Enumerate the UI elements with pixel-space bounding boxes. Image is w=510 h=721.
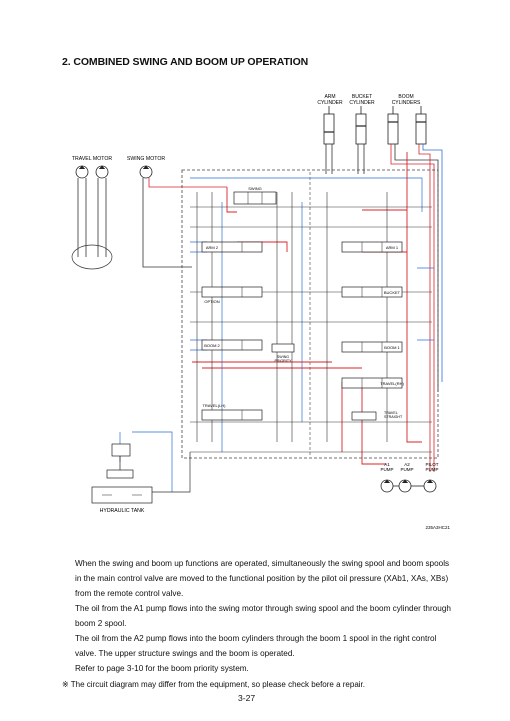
spool-travel-left-label: TRAVEL(LH) xyxy=(202,403,226,408)
description: When the swing and boom up functions are… xyxy=(75,556,455,676)
main-control-valve xyxy=(181,169,439,459)
swing-motor-label: SWING MOTOR xyxy=(127,156,165,162)
hydraulic-tank: HYDRAULIC TANK xyxy=(91,443,153,514)
travel-motor: TRAVEL MOTOR xyxy=(72,156,113,179)
paragraph: Refer to page 3-10 for the boom priority… xyxy=(75,664,249,673)
repair-note: ※ The circuit diagram may differ from th… xyxy=(62,680,365,689)
spool-boom2-label: BOOM 2 xyxy=(204,343,220,348)
paragraph: When the swing and boom up functions are… xyxy=(75,559,450,598)
spool-option: OPTION xyxy=(201,286,263,304)
spool-arm2: ARM 2 xyxy=(201,241,263,253)
spool-arm2-label: ARM 2 xyxy=(206,245,219,250)
spool-boom1: BOOM 1 xyxy=(341,341,403,353)
spool-bucket-label: BUCKET xyxy=(384,290,401,295)
spool-swing: SWING xyxy=(233,186,277,205)
cylinder-hoses xyxy=(325,144,443,472)
page-number: 3-27 xyxy=(238,693,256,703)
spool-option-label: OPTION xyxy=(204,299,219,304)
spool-travel-right: TRAVEL(RH) xyxy=(341,377,405,389)
spool-swing-label: SWING xyxy=(248,186,262,191)
swing-motor: SWING MOTOR xyxy=(127,156,165,179)
spool-travel-left: TRAVEL(LH) xyxy=(201,403,263,421)
spool-boom2: BOOM 2 xyxy=(201,339,263,351)
spool-boom1-label: BOOM 1 xyxy=(384,345,400,350)
paragraph: The oil from the A2 pump flows into the … xyxy=(75,634,437,658)
spool-travel-right-label: TRAVEL(RH) xyxy=(380,381,404,386)
paragraph: The oil from the A1 pump flows into the … xyxy=(75,604,451,628)
tank-return-line xyxy=(152,452,191,493)
hydraulic-tank-label: HYDRAULIC TANK xyxy=(100,508,145,514)
spool-bucket: BUCKET xyxy=(341,286,403,298)
motor-hoses xyxy=(71,178,227,270)
spool-arm1-label: ARM 1 xyxy=(386,245,399,250)
figure-code: 235A3HC21 xyxy=(425,525,450,530)
spool-arm1: ARM 1 xyxy=(341,241,403,253)
section-title: 2. COMBINED SWING AND BOOM UP OPERATION xyxy=(62,56,309,68)
travel-motor-label: TRAVEL MOTOR xyxy=(72,156,113,162)
